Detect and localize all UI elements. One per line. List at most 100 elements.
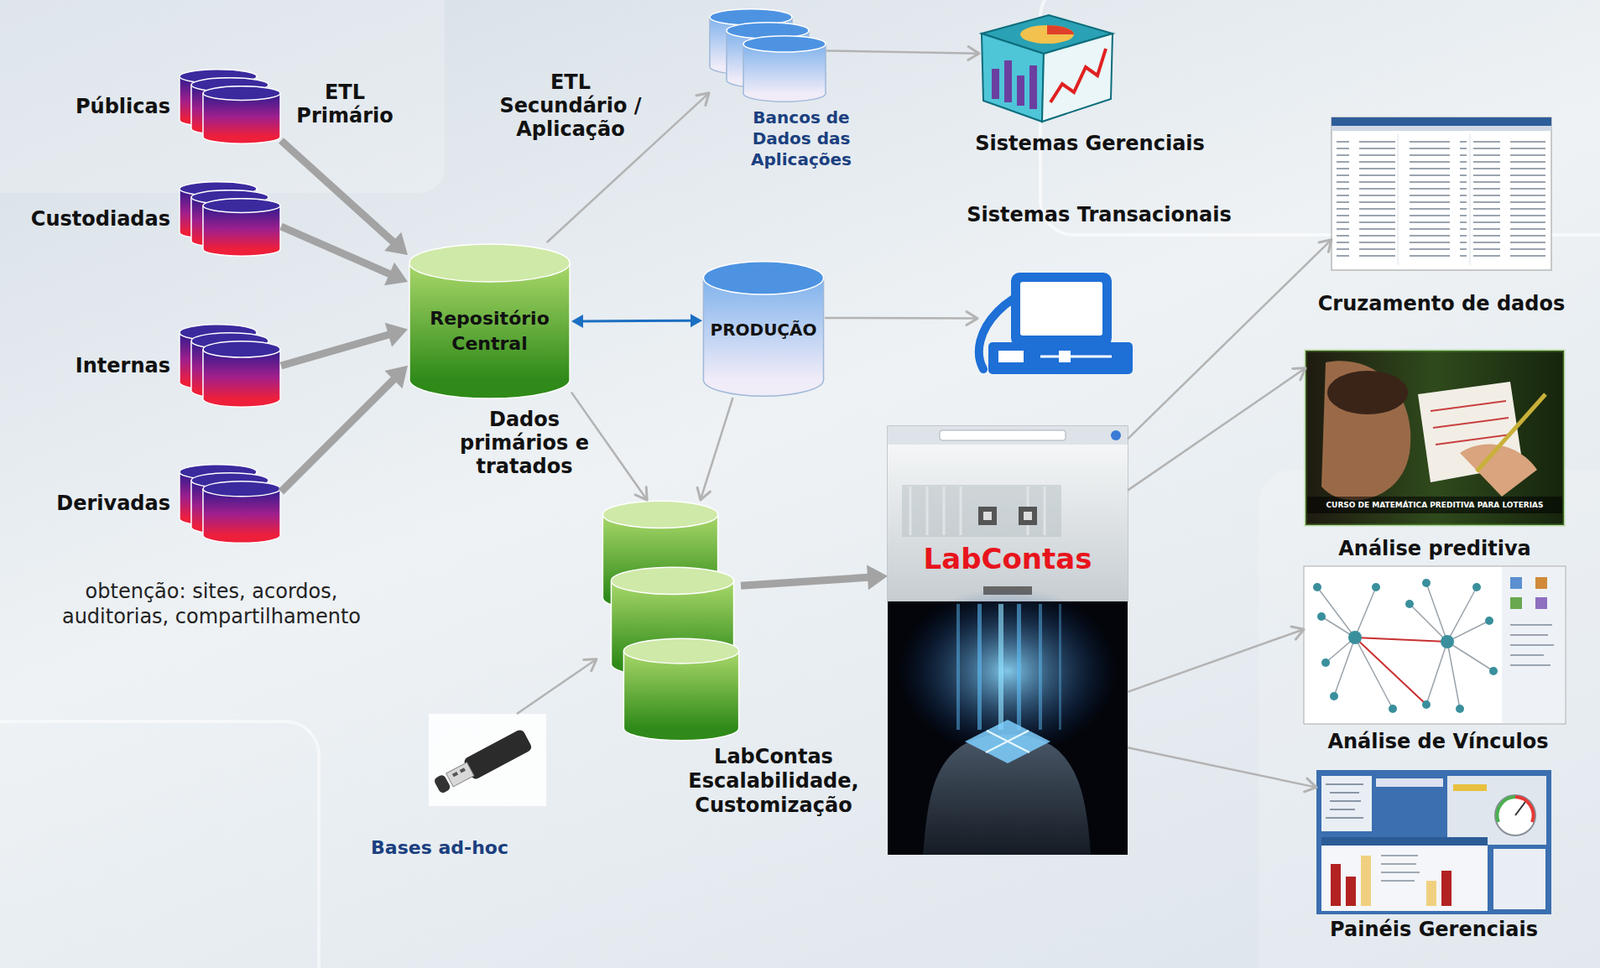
node-label: LabContas Escalabilidade, Customização: [647, 745, 900, 819]
connector-line: [516, 659, 597, 715]
chart-cube: Sistemas Gerenciais: [979, 4, 1116, 122]
connector-line: [700, 397, 734, 501]
database-stack-icon: [203, 198, 281, 257]
data-crossing-screenshot: [1331, 117, 1552, 271]
connector: [1127, 626, 1304, 693]
predictive-picture: [1307, 496, 1563, 514]
node-label: Análise de Vínculos: [1295, 729, 1581, 754]
dashboard-screenshot: [1447, 776, 1547, 845]
database-stack: Internas: [178, 323, 282, 408]
computer: Sistemas Transacionais: [977, 270, 1137, 378]
arrowhead: [690, 313, 703, 328]
dashboard-screenshot: [1316, 770, 1552, 915]
connector-line: [281, 376, 397, 492]
computer-icon: [998, 350, 1024, 363]
predictive-picture: [1321, 360, 1411, 501]
arrowhead: [385, 323, 408, 348]
usb-drive-icon: [431, 728, 533, 798]
database-cylinder: Repositório Central: [407, 242, 572, 401]
labcontas-stack-icon: [602, 500, 739, 741]
data-crossing-screenshot: [1473, 138, 1546, 261]
data-crossing-screenshot: [1469, 134, 1471, 266]
network-graph: [1371, 583, 1381, 592]
brain-illustration: [977, 604, 982, 730]
arrowhead: [966, 312, 978, 326]
network-graph: [1489, 667, 1498, 676]
image-caption: CURSO DE MATEMÁTICA PREDITIVA PARA LOTER…: [1308, 500, 1561, 511]
database-stack-icon: [203, 86, 281, 145]
arrowhead: [1292, 368, 1306, 381]
connector: [281, 323, 408, 366]
labcontas-screenshot: [887, 426, 1128, 445]
repository-cylinder: [409, 244, 570, 399]
connector: [740, 564, 888, 590]
node-label: Análise preditiva: [1288, 536, 1581, 561]
network-graph: [1422, 700, 1431, 709]
network-graph: [1510, 577, 1522, 589]
chart-cube-icon: [1016, 75, 1025, 106]
usb-drive: Bases ad-hoc: [428, 714, 547, 807]
network-graph: [1303, 566, 1566, 725]
dashboard-screenshot: [1321, 837, 1488, 846]
process-label: ETL Secundário / Aplicação: [490, 70, 651, 141]
background-decoration: [0, 721, 319, 968]
data-crossing-screenshot: [1397, 134, 1399, 266]
flow-label: Dados primários e tratados: [453, 407, 596, 479]
connector-line: [1127, 368, 1306, 491]
computer-icon: [1058, 350, 1071, 363]
dashboard-screenshot: [1453, 784, 1487, 792]
arrowhead: [1291, 626, 1304, 640]
background-decoration: [0, 0, 445, 193]
node-label: Internas: [20, 353, 171, 379]
process-label: ETL Primário: [281, 80, 408, 128]
chart-cube-icon: [981, 33, 1044, 122]
chart-cube-icon: [1020, 25, 1074, 44]
database-stack: LabContas Escalabilidade, Customização: [596, 500, 741, 746]
usb-drive-icon: [432, 774, 452, 795]
connector: [281, 365, 408, 493]
connector-line: [281, 333, 393, 366]
network-graph: [1422, 578, 1431, 588]
arrowhead: [384, 262, 408, 286]
data-crossing-screenshot: [1331, 125, 1552, 131]
node-label: PRODUÇÃO: [704, 318, 823, 341]
network-graph: [1510, 625, 1554, 666]
connector-line: [1127, 629, 1304, 693]
note: obtenção: sites, acordos, auditorias, co…: [43, 578, 380, 630]
database-stack-icon: [203, 341, 281, 407]
node-label: Derivadas: [20, 490, 171, 516]
predictive-picture: [1476, 394, 1546, 472]
usb-drive-icon: [446, 762, 475, 787]
network-graph: [1329, 692, 1339, 701]
dashboard-screenshot: [1441, 870, 1452, 907]
network-graph: [1317, 612, 1326, 621]
connector-line: [580, 319, 694, 324]
connector: [697, 397, 733, 501]
picture: Análise preditiva: [1305, 350, 1564, 526]
predictive-picture: [1305, 350, 1564, 526]
application-databases-icon: [709, 9, 826, 102]
dashboard-screenshot: [1493, 849, 1546, 910]
chart-cube-icon: [1029, 65, 1038, 110]
database-stack: Custodiadas: [178, 181, 282, 257]
chart-cube-icon: [991, 68, 1000, 100]
network-graph: [1472, 583, 1481, 592]
labcontas-screenshot: [910, 486, 1045, 536]
computer-icon: [1020, 281, 1103, 336]
usb-drive-icon: [459, 767, 466, 773]
data-crossing-screenshot: [1331, 117, 1552, 126]
brain-illustration: [887, 587, 1128, 855]
connector-line: [1127, 239, 1332, 440]
production-cylinder: [703, 261, 824, 397]
arrowhead: [384, 232, 408, 256]
node-label: LabContas: [887, 542, 1128, 576]
usb-drive-icon: [428, 714, 547, 807]
arrowhead: [1304, 778, 1317, 793]
predictive-picture: [1459, 444, 1538, 497]
labcontas-screenshot: [887, 426, 1128, 602]
network-graph: [1510, 597, 1522, 610]
dashboard-screenshot: [1360, 855, 1371, 907]
network-graph: [1388, 704, 1397, 714]
